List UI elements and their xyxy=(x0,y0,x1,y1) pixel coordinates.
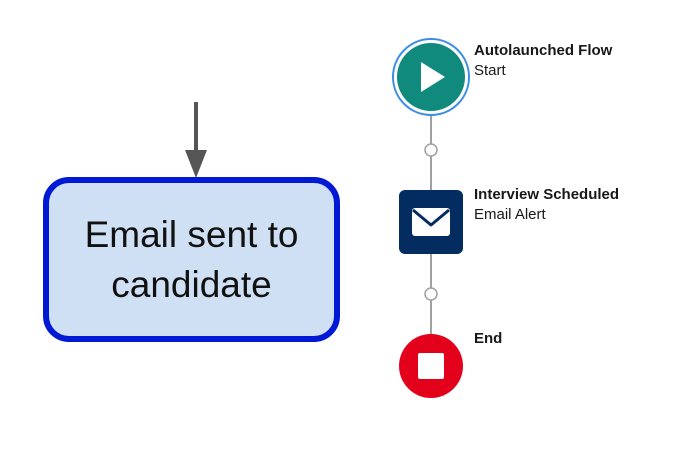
end-node-label[interactable]: End xyxy=(474,329,502,349)
envelope-icon xyxy=(412,208,450,236)
end-node[interactable] xyxy=(399,334,463,398)
play-icon xyxy=(421,62,445,92)
email-alert-node-label[interactable]: Interview Scheduled Email Alert xyxy=(474,185,619,225)
email-alert-node[interactable] xyxy=(399,190,463,254)
add-element-node-1[interactable] xyxy=(424,143,438,157)
start-node-subtitle: Start xyxy=(474,62,506,79)
down-arrow xyxy=(185,102,207,178)
stop-icon xyxy=(418,353,444,379)
end-node-title: End xyxy=(474,330,503,347)
start-node-title: Autolaunched Flow xyxy=(474,42,613,59)
callout-text: Email sent to candidate xyxy=(84,213,299,305)
start-node-label[interactable]: Autolaunched Flow Start xyxy=(474,41,612,81)
add-element-node-2[interactable] xyxy=(424,287,438,301)
callout-box: Email sent to candidate xyxy=(43,177,340,342)
email-alert-node-subtitle: Email Alert xyxy=(474,206,546,223)
start-node[interactable] xyxy=(392,38,470,116)
email-alert-node-title: Interview Scheduled xyxy=(474,186,620,203)
